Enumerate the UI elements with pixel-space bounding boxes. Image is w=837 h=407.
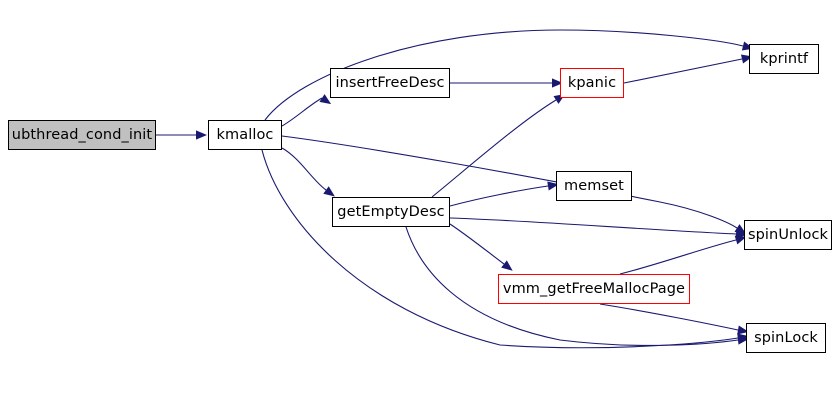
arrow-head	[196, 130, 207, 140]
edge-getEmptyDesc-to-spinLock	[405, 226, 739, 347]
graph-node-getEmptyDesc[interactable]: getEmptyDesc	[332, 197, 450, 227]
arrow-head	[319, 94, 332, 105]
arrow-head	[323, 186, 335, 197]
edge-getEmptyDesc-to-spinUnlock	[449, 217, 737, 235]
graph-node-label: insertFreeDesc	[335, 74, 445, 91]
graph-node-insertFreeDesc[interactable]: insertFreeDesc	[330, 68, 450, 98]
edge-getEmptyDesc-to-vmm_getFreeMallocPage	[449, 223, 505, 265]
graph-node-label: getEmptyDesc	[337, 203, 445, 220]
edge-kpanic-to-kprintf	[623, 58, 743, 84]
graph-node-label: spinUnlock	[747, 226, 829, 243]
graph-node-label: ubthread_cond_init	[11, 126, 153, 143]
graph-node-spinLock[interactable]: spinLock	[746, 323, 826, 353]
edge-vmm_getFreeMallocPage-to-spinUnlock	[619, 239, 737, 275]
graph-node-kpanic[interactable]: kpanic	[560, 68, 624, 98]
graph-node-label: kmalloc	[216, 126, 274, 143]
edge-kmalloc-to-spinLock	[261, 149, 739, 349]
graph-node-label: vmm_getFreeMallocPage	[502, 280, 686, 297]
edge-kmalloc-to-getEmptyDesc	[281, 147, 327, 191]
edge-vmm_getFreeMallocPage-to-spinLock	[599, 303, 739, 331]
arrow-head	[552, 78, 563, 88]
edge-kmalloc-to-insertFreeDesc	[281, 97, 323, 127]
graph-node-kmalloc[interactable]: kmalloc	[208, 120, 282, 150]
graph-node-label: kprintf	[759, 50, 809, 67]
graph-node-label: kpanic	[567, 74, 617, 91]
graph-node-vmm_getFreeMallocPage[interactable]: vmm_getFreeMallocPage	[498, 274, 690, 304]
graph-node-spinUnlock[interactable]: spinUnlock	[744, 220, 832, 250]
graph-node-label: memset	[564, 177, 624, 194]
edge-getEmptyDesc-to-kpanic	[431, 99, 557, 198]
graph-node-memset[interactable]: memset	[556, 171, 632, 201]
arrow-head	[737, 335, 749, 345]
edge-kmalloc-to-kprintf	[264, 29, 744, 121]
graph-node-kprintf[interactable]: kprintf	[749, 44, 819, 74]
arrow-head	[501, 260, 513, 271]
graph-node-ubthread_cond_init[interactable]: ubthread_cond_init	[8, 120, 156, 150]
arrow-head	[737, 325, 749, 335]
graph-node-label: spinLock	[754, 329, 818, 346]
arrow-head	[547, 181, 559, 191]
edge-getEmptyDesc-to-memset	[449, 185, 549, 207]
arrow-head	[734, 235, 747, 245]
